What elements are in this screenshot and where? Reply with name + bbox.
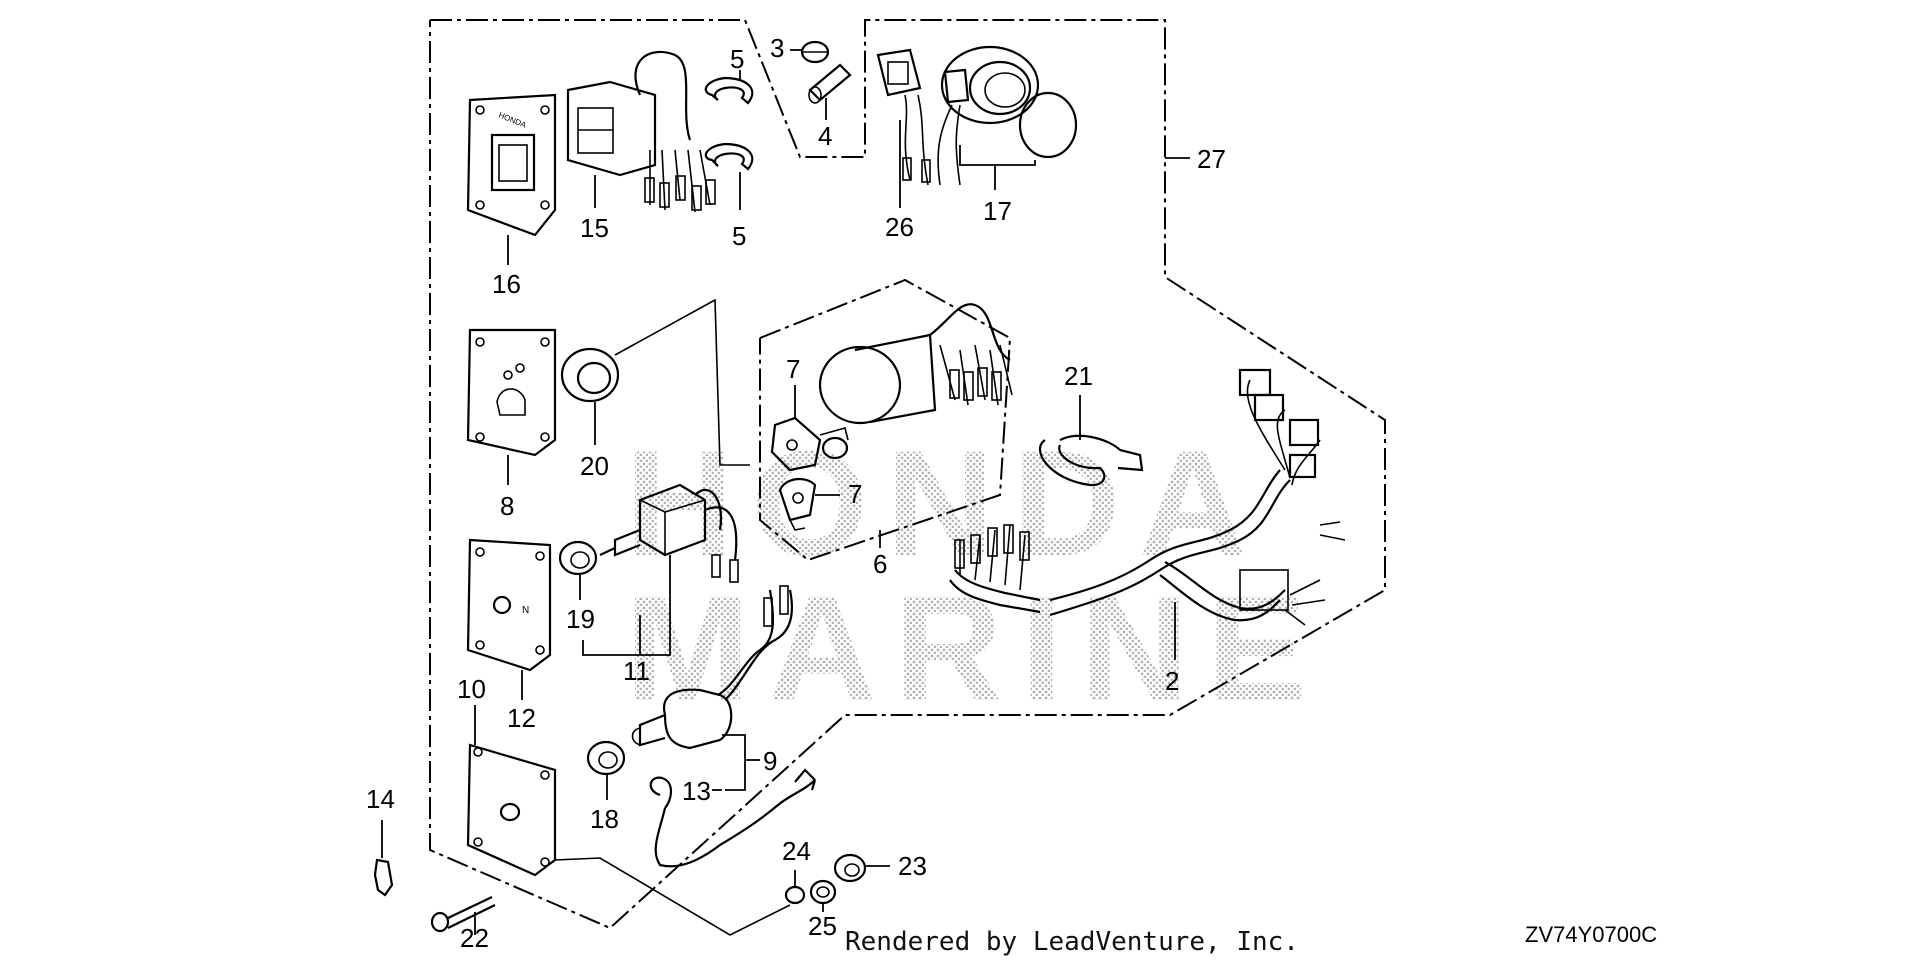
callout-4: 4 bbox=[818, 121, 832, 151]
wire-clip-upper bbox=[704, 76, 754, 105]
callout-14: 14 bbox=[366, 784, 395, 814]
callout-19: 19 bbox=[566, 604, 595, 634]
key-switch-panel-plate bbox=[466, 328, 557, 457]
mounting-screw bbox=[430, 896, 496, 933]
callout-13: 13 bbox=[682, 776, 711, 806]
sleeve-part bbox=[808, 63, 852, 104]
ignition-subkit-outline bbox=[759, 278, 1012, 562]
callout-8: 8 bbox=[500, 491, 514, 521]
callout-5-lower: 5 bbox=[732, 221, 746, 251]
wire-harness bbox=[949, 368, 1346, 626]
hex-nut-23 bbox=[833, 853, 867, 883]
callout-27: 27 bbox=[1197, 144, 1226, 174]
meter-cover bbox=[1018, 91, 1078, 159]
callout-6: 6 bbox=[873, 549, 887, 579]
callout-16: 16 bbox=[492, 269, 521, 299]
switch-panel-plate: HONDA bbox=[466, 93, 557, 237]
connector-boot bbox=[876, 48, 931, 186]
callout-17: 17 bbox=[983, 196, 1012, 226]
diagram-code: ZV74Y0700C bbox=[1525, 922, 1657, 947]
grommet-ring bbox=[560, 347, 620, 403]
rocker-switch bbox=[566, 50, 716, 213]
plate-honda-lettering: HONDA bbox=[497, 111, 528, 130]
svg-text:N: N bbox=[522, 605, 529, 616]
meter-gauge bbox=[937, 45, 1040, 186]
honda-marine-watermark: HONDA MARINE bbox=[625, 419, 1325, 732]
watermark-line1: HONDA bbox=[625, 419, 1265, 587]
callout-15: 15 bbox=[580, 213, 609, 243]
neutral-panel-plate: N bbox=[466, 538, 552, 672]
callout-22: 22 bbox=[460, 923, 489, 953]
callout-26: 26 bbox=[885, 212, 914, 242]
callout-21: 21 bbox=[1064, 361, 1093, 391]
lanyard-switch bbox=[631, 585, 793, 750]
kit-outline bbox=[429, 19, 1386, 930]
callout-2: 2 bbox=[1165, 666, 1179, 696]
callout-10: 10 bbox=[457, 674, 486, 704]
ignition-key-lower bbox=[778, 477, 817, 531]
watermark-line2: MARINE bbox=[625, 564, 1325, 732]
callout-25: 25 bbox=[808, 911, 837, 941]
callout-18: 18 bbox=[590, 804, 619, 834]
ignition-switch bbox=[818, 303, 1013, 425]
screw-part bbox=[800, 40, 830, 64]
toggle-switch bbox=[599, 483, 739, 583]
hex-nut-lower bbox=[586, 740, 626, 776]
wire-clip-lower bbox=[704, 142, 754, 171]
washer-25 bbox=[809, 879, 837, 905]
callout-11: 11 bbox=[623, 656, 650, 686]
callout-5-upper: 5 bbox=[730, 44, 744, 74]
safety-lanyard bbox=[649, 768, 817, 868]
render-credit: Rendered by LeadVenture, Inc. bbox=[845, 927, 1299, 957]
callout-3: 3 bbox=[770, 33, 784, 63]
washer-24 bbox=[784, 885, 806, 905]
cable-strap bbox=[1038, 434, 1144, 487]
callout-labels: 2 3 4 5 5 6 7 7 8 9 10 11 12 13 14 15 16… bbox=[366, 33, 1226, 953]
callout-9: 9 bbox=[763, 746, 777, 776]
callout-20: 20 bbox=[580, 451, 609, 481]
callout-7-lower: 7 bbox=[848, 479, 862, 509]
switch-cover-plate bbox=[466, 743, 557, 877]
callout-7-upper: 7 bbox=[786, 354, 800, 384]
callout-12: 12 bbox=[507, 703, 536, 733]
callout-24: 24 bbox=[782, 836, 811, 866]
hex-nut-upper bbox=[558, 540, 598, 576]
retaining-clip bbox=[373, 858, 394, 897]
callout-23: 23 bbox=[898, 851, 927, 881]
